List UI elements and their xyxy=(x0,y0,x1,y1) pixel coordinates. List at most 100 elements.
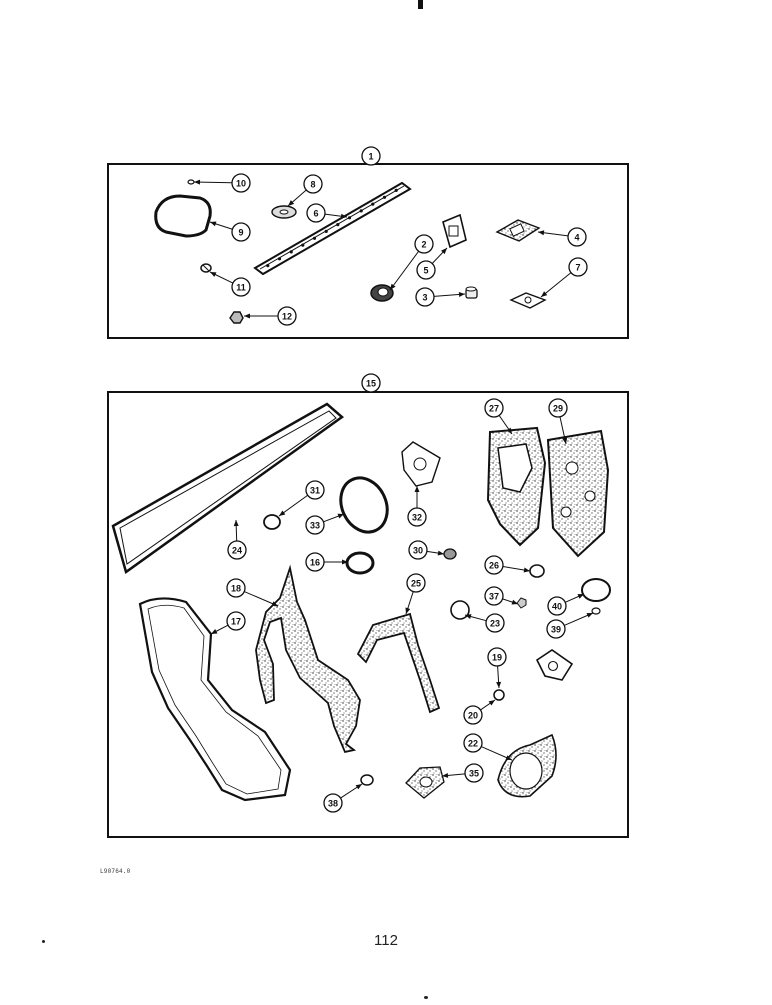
bolt-hole xyxy=(312,236,317,240)
callout-number: 4 xyxy=(574,233,579,243)
part-11-clip xyxy=(200,263,212,273)
callout-number: 40 xyxy=(552,602,562,612)
callout-number: 23 xyxy=(490,619,500,629)
callout-number: 30 xyxy=(413,546,423,556)
callout-circle xyxy=(305,552,325,572)
callout-4: 4 xyxy=(567,227,587,247)
leader-arrow-11 xyxy=(210,272,217,277)
leader-arrow-3 xyxy=(458,291,465,297)
callout-number: 2 xyxy=(421,240,426,250)
bolt-hole xyxy=(371,202,375,206)
callout-30: 30 xyxy=(408,540,428,560)
leader-arrow-7 xyxy=(541,291,548,297)
part-6-bolt-holes xyxy=(266,188,398,268)
leader-arrow-38 xyxy=(355,784,362,790)
leader-arrow-37 xyxy=(511,599,518,605)
bolt-hole xyxy=(324,229,328,233)
callout-number: 39 xyxy=(551,625,561,635)
leader-arrow-27 xyxy=(506,427,512,434)
callout-26: 26 xyxy=(484,555,504,575)
callout-circle xyxy=(231,277,251,297)
callout-7: 7 xyxy=(568,257,588,277)
leader-arrow-32 xyxy=(414,486,420,492)
part-30-plug xyxy=(443,548,457,560)
callout-circle xyxy=(414,234,434,254)
callout-32: 32 xyxy=(407,507,427,527)
leader-lines xyxy=(193,179,594,799)
page-number: 112 xyxy=(374,932,398,949)
callout-number: 9 xyxy=(238,228,243,238)
leader-arrow-40 xyxy=(577,594,584,599)
leader-arrow-17 xyxy=(211,629,218,634)
callout-circle xyxy=(277,306,297,326)
leader-arrow-39 xyxy=(586,613,593,618)
part-12-fitting xyxy=(229,311,244,324)
leader-line-2 xyxy=(389,250,420,291)
bolt-hole xyxy=(266,264,270,268)
callout-2: 2 xyxy=(414,234,434,254)
leader-arrow-4 xyxy=(538,230,545,236)
part-10-small-o-ring xyxy=(187,179,195,185)
part-20-o-ring xyxy=(493,689,505,701)
callout-circle xyxy=(227,540,247,560)
callout-circle xyxy=(408,540,428,560)
part-24-oil-pan-gasket xyxy=(111,402,345,575)
callout-number: 12 xyxy=(282,312,292,322)
part-18-gear-housing-gasket xyxy=(255,564,361,754)
callout-number: 11 xyxy=(236,283,246,293)
part-7-gasket xyxy=(509,292,547,309)
callout-1: 1 xyxy=(361,146,381,166)
leader-arrow-16 xyxy=(342,559,348,565)
scan-speck xyxy=(424,996,428,999)
leader-arrow-23 xyxy=(465,614,472,619)
part-17-front-cover-gasket xyxy=(138,597,292,802)
callout-number: 16 xyxy=(310,558,320,568)
callout-number: 5 xyxy=(423,266,428,276)
callout-circle xyxy=(226,578,246,598)
callout-circle xyxy=(484,555,504,575)
bolt-hole xyxy=(301,243,305,247)
callout-circle xyxy=(416,260,436,280)
scan-speck xyxy=(42,940,45,943)
callout-number: 22 xyxy=(468,739,478,749)
callout-10: 10 xyxy=(231,173,251,193)
callout-6: 6 xyxy=(306,203,326,223)
callout-24: 24 xyxy=(227,540,247,560)
callout-15: 15 xyxy=(361,373,381,393)
callout-circle xyxy=(546,619,566,639)
callout-number: 38 xyxy=(328,799,338,809)
callout-33: 33 xyxy=(305,515,325,535)
leader-arrow-2 xyxy=(390,283,396,290)
callout-29: 29 xyxy=(548,398,568,418)
leader-arrow-8 xyxy=(288,200,295,206)
leader-arrow-6 xyxy=(340,213,347,219)
leader-arrow-10 xyxy=(194,179,201,185)
callout-circle xyxy=(306,203,326,223)
callout-number: 35 xyxy=(469,769,479,779)
callout-number: 3 xyxy=(422,293,427,303)
leader-arrow-19 xyxy=(496,681,502,688)
callout-circle xyxy=(303,174,323,194)
leader-arrow-12 xyxy=(244,313,250,319)
part-35-gasket xyxy=(405,766,445,799)
leader-arrow-25 xyxy=(405,607,411,614)
callout-12: 12 xyxy=(277,306,297,326)
bolt-hole xyxy=(359,209,363,213)
callout-circle xyxy=(463,733,483,753)
scan-mark xyxy=(418,0,423,9)
callout-circle xyxy=(305,515,325,535)
callout-17: 17 xyxy=(226,611,246,631)
leader-line-10 xyxy=(193,181,233,184)
figure-code: L90764.0 xyxy=(100,868,131,875)
callout-circle xyxy=(406,573,426,593)
leader-line-7 xyxy=(540,272,572,298)
part-19-gasket xyxy=(535,649,574,681)
callout-38: 38 xyxy=(323,793,343,813)
callout-number: 26 xyxy=(489,561,499,571)
callout-number: 29 xyxy=(553,404,563,414)
callout-number: 8 xyxy=(310,180,315,190)
callout-37: 37 xyxy=(484,586,504,606)
part-29-cover-plate-gasket xyxy=(546,429,610,558)
